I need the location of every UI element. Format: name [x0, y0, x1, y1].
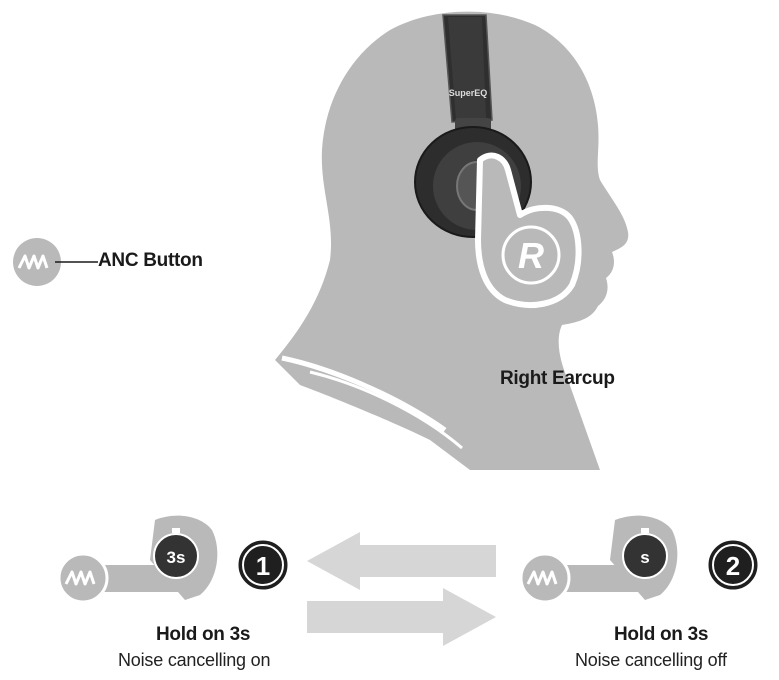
brand-text: SuperEQ — [449, 88, 488, 98]
arrow-left — [307, 532, 496, 590]
timer-icon: 3s — [153, 528, 199, 579]
head-silhouette — [275, 11, 629, 470]
step-2-title: Hold on 3s — [614, 624, 709, 645]
step-1-title: Hold on 3s — [156, 624, 251, 645]
step-2-description: Noise cancelling off — [575, 650, 727, 670]
earcup-letter: R — [518, 235, 544, 276]
right-earcup-label: Right Earcup — [500, 368, 615, 389]
step-number-1: 1 — [256, 551, 270, 581]
step-1-description: Noise cancelling on — [118, 650, 271, 670]
arrow-right — [307, 588, 496, 646]
anc-button-label: ANC Button — [98, 250, 203, 271]
step-1-illustration: 3s 1 — [57, 515, 291, 604]
step-2-illustration: s 2 — [519, 515, 761, 604]
timer-icon: s — [622, 528, 668, 579]
step-number-2: 2 — [726, 551, 740, 581]
timer-text-2: s — [640, 548, 649, 567]
hand-icon: R — [475, 152, 582, 308]
anc-wave-icon — [13, 238, 98, 286]
timer-text-1: 3s — [167, 548, 186, 567]
